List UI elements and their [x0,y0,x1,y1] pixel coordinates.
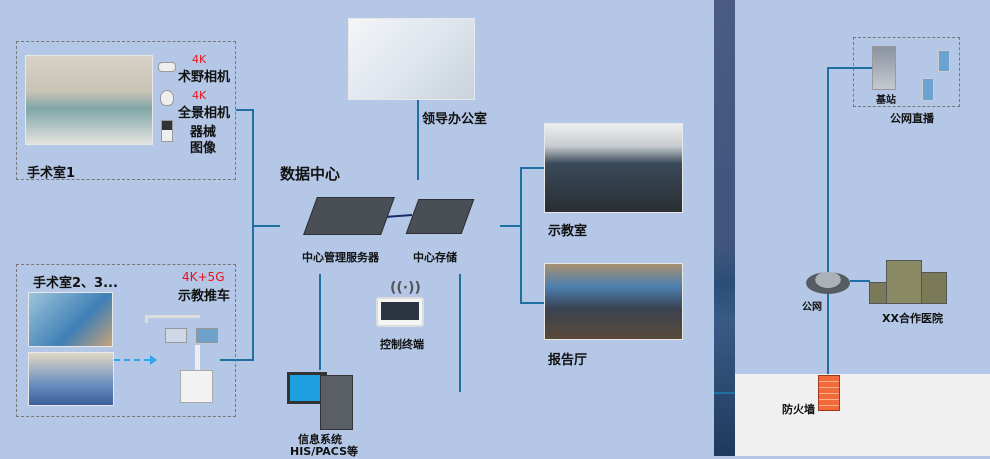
public-net-label: 公网 [802,302,822,313]
cart-resolution: 4K+5G [182,270,225,284]
live-box [853,37,960,107]
server-label: 中心管理服务器 [302,251,379,264]
cart-monitor-icon [196,328,218,343]
storage-label: 中心存储 [413,251,457,264]
cam1-label: 术野相机 [178,70,231,85]
or1-photo [25,55,153,145]
base-station-label: 基站 [876,95,896,106]
or2-box [16,264,236,417]
building-icon [869,282,887,304]
wifi-icon: ((·)) [390,280,421,296]
hall-label: 报告厅 [548,353,588,368]
camera-icon [158,62,176,72]
office-photo [348,18,475,100]
building-icon [921,272,947,304]
or2-photo [28,352,114,406]
infosys-label-2: HIS/PACS等 [290,445,359,458]
arrow-head-icon [150,355,157,365]
live-label: 公网直播 [890,112,934,125]
or-link-line [220,109,254,361]
classroom-label: 示教室 [548,224,588,239]
cart-monitor-icon [165,328,187,343]
server-icon [303,197,395,235]
divider-stripe [714,0,735,456]
firewall-label: 防火墙 [782,403,815,416]
public-net-line [827,67,872,374]
instrument-label-1: 器械 [190,125,217,140]
cart-pole-icon [195,345,200,370]
external-panel-bottom [735,374,990,456]
classroom-photo [544,123,683,213]
or1-box [16,41,236,180]
instrument-label-2: 图像 [190,141,217,156]
phone-icon [922,78,934,101]
server-storage-link [384,214,413,218]
datacenter-title: 数据中心 [280,165,341,183]
firewall-icon [818,375,840,411]
infosys-label-1: 信息系统 [298,433,342,446]
cart-arm-icon [145,315,200,323]
cam2-resolution: 4K [192,89,207,102]
or1-title: 手术室1 [27,166,76,181]
cam2-label: 全景相机 [178,106,231,121]
cam1-resolution: 4K [192,53,207,66]
rooms-bracket-line [520,167,545,304]
terminal-label: 控制终端 [380,338,424,351]
base-station-icon [872,46,896,90]
tablet-icon[interactable] [376,297,424,327]
building-icon [886,260,922,304]
hall-photo [544,263,683,340]
partner-label: XX合作医院 [882,312,943,325]
dome-camera-icon [160,90,174,106]
or2-title: 手术室2、3... [33,276,118,291]
cart-body-icon [180,370,213,403]
office-label: 领导办公室 [422,112,488,127]
instrument-icon [161,120,173,142]
surgery-photo [28,292,113,347]
cart-label: 示教推车 [178,289,231,304]
pc-tower-icon [320,375,353,430]
phone-icon [938,50,950,72]
router-icon [806,272,850,294]
